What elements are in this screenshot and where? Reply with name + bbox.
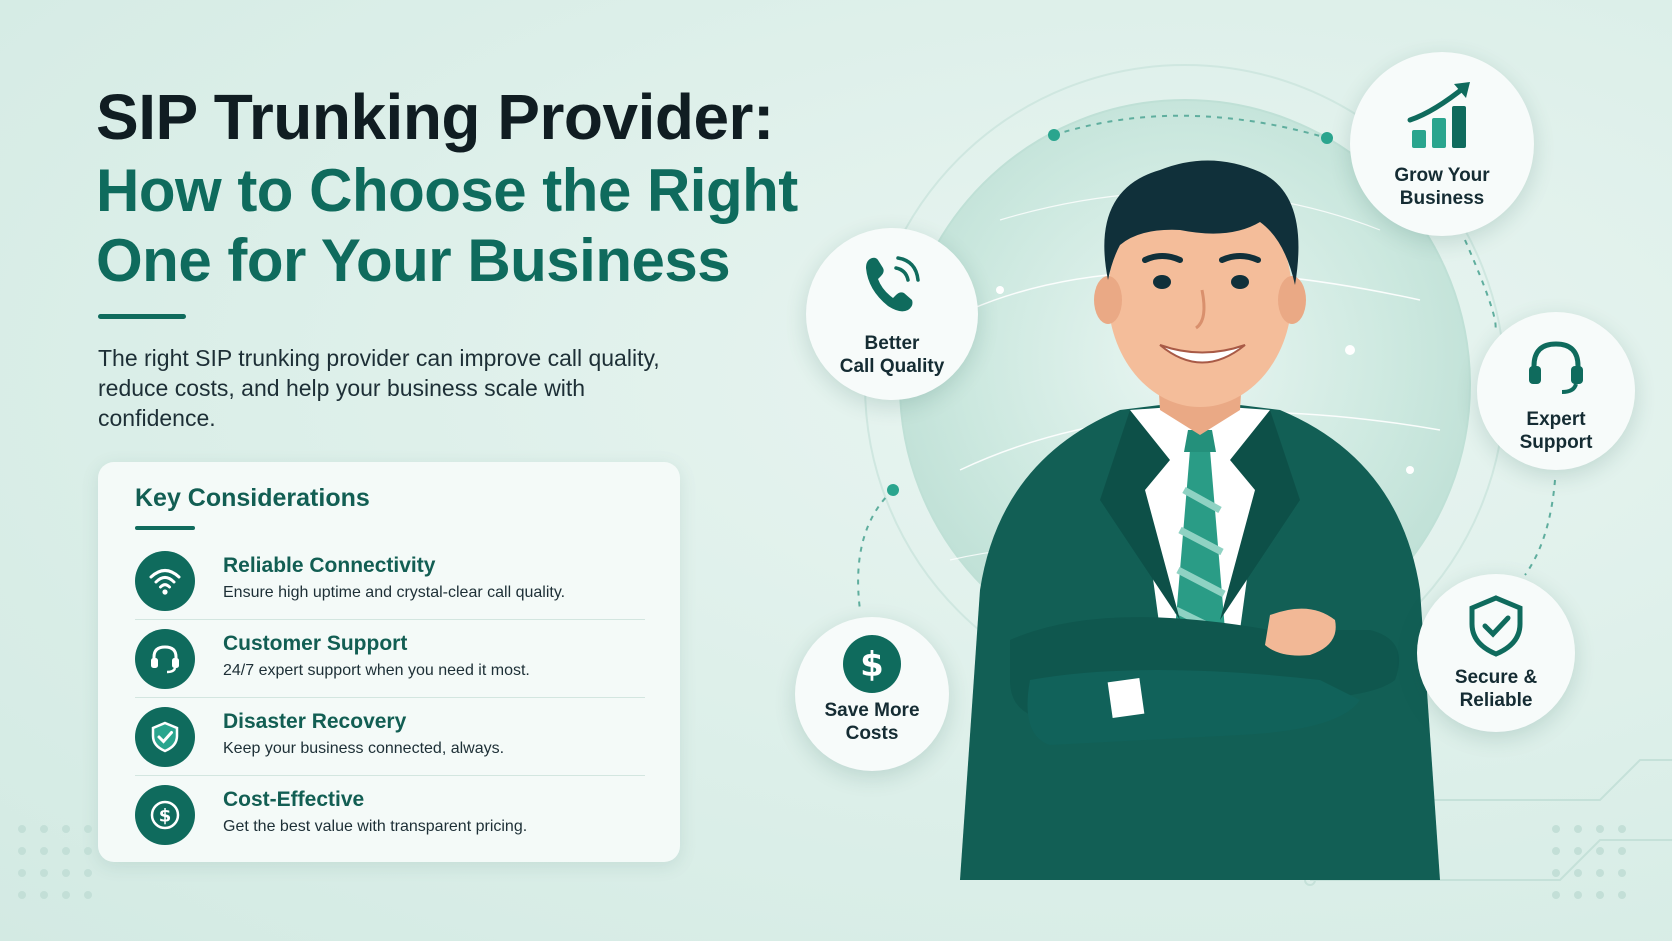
headset-icon [135, 629, 195, 689]
headset-icon [1529, 341, 1583, 394]
decorative-dots-left [18, 825, 92, 899]
bubble-label: Secure & Reliable [1454, 667, 1538, 711]
item-description: Keep your business connected, always. [223, 740, 505, 757]
considerations-list: Reliable Connectivity Ensure high uptime… [135, 542, 645, 853]
item-description: Get the best value with transparent pric… [223, 818, 528, 835]
bubble-label: Better Call Quality [839, 333, 945, 377]
dollar-icon: $ [135, 785, 195, 845]
phone-signal-icon [866, 256, 920, 312]
card-title-divider [135, 526, 195, 530]
benefit-grow-your-business: Grow Your Business [1350, 52, 1534, 236]
decorative-dots-right [1552, 825, 1626, 899]
businessman-illustration [960, 160, 1440, 880]
item-title: Cost-Effective [223, 788, 365, 811]
intro-paragraph: The right SIP trunking provider can impr… [98, 345, 660, 431]
wifi-icon [135, 551, 195, 611]
benefit-better-call-quality: Better Call Quality [806, 228, 978, 400]
svg-text:$: $ [860, 645, 884, 685]
headline-line-3: One for Your Business [96, 227, 731, 294]
benefit-expert-support: Expert Support [1477, 312, 1635, 470]
item-title: Customer Support [223, 632, 408, 655]
item-title: Reliable Connectivity [223, 554, 436, 577]
headline-line-1: SIP Trunking Provider: [96, 81, 774, 153]
key-considerations-card: Key Considerations Reliable Connectivity… [98, 462, 680, 862]
item-description: 24/7 expert support when you need it mos… [223, 662, 530, 679]
list-item-customer-support: Customer Support 24/7 expert support whe… [135, 620, 645, 698]
list-item-reliable-connectivity: Reliable Connectivity Ensure high uptime… [135, 542, 645, 620]
headline-divider [98, 314, 186, 319]
dollar-icon: $ [843, 635, 901, 693]
item-description: Ensure high uptime and crystal-clear cal… [223, 584, 566, 601]
headline-line-2: How to Choose the Right [96, 157, 798, 224]
card-title: Key Considerations [135, 484, 370, 512]
bubble-label: Grow Your Business [1394, 165, 1490, 209]
shield-check-icon [135, 707, 195, 767]
bubble-label: Save More Costs [824, 700, 920, 744]
shield-check-icon [1469, 595, 1523, 657]
svg-text:$: $ [159, 806, 172, 827]
item-title: Disaster Recovery [223, 710, 407, 733]
bubble-label: Expert Support [1519, 409, 1593, 453]
list-item-cost-effective: $ Cost-Effective Get the best value with… [135, 776, 645, 853]
benefit-save-more-costs: $ Save More Costs [795, 617, 949, 771]
list-item-disaster-recovery: Disaster Recovery Keep your business con… [135, 698, 645, 776]
growth-chart-icon [1407, 82, 1470, 148]
benefit-secure-reliable: Secure & Reliable [1417, 574, 1575, 732]
